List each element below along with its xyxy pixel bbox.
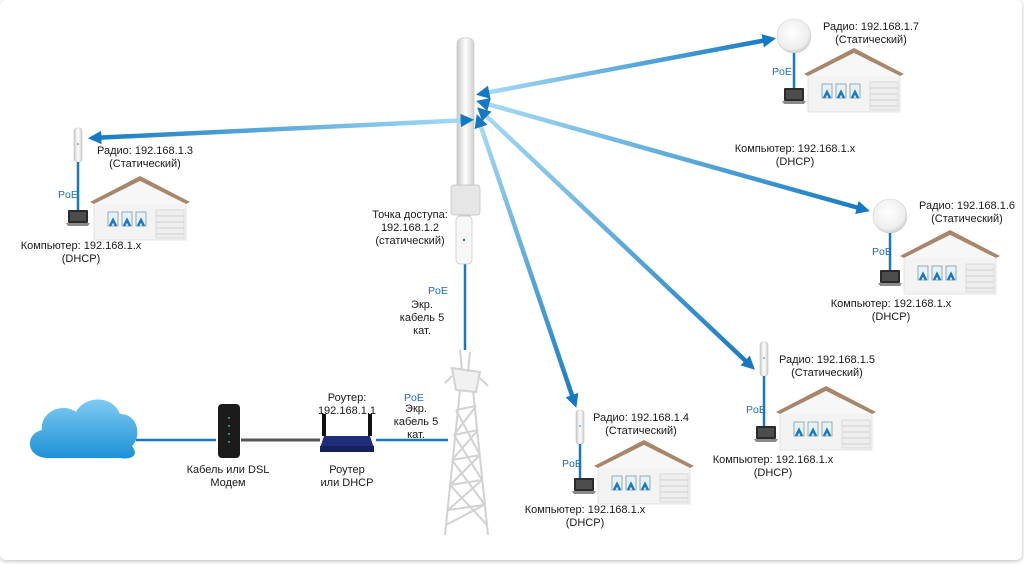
modem-icon <box>218 404 240 458</box>
site-radio-4 <box>572 409 696 506</box>
link-radio-4 <box>474 114 579 408</box>
cloud-icon <box>29 399 138 459</box>
site-radio-3 <box>66 127 192 242</box>
pc-5-label: Компьютер: 192.168.1.x (DHCP) <box>712 454 834 479</box>
link-radio-6 <box>476 98 870 214</box>
poe-label-ap: PoE <box>428 285 448 297</box>
radio-6-label: Радио: 192.168.1.6 (Статический) <box>919 200 1015 225</box>
tower-icon <box>444 349 489 536</box>
poe-label-5: PoE <box>746 404 766 416</box>
site-radio-5 <box>754 341 878 452</box>
router-top-label: Роутер: 192.168.1.1 <box>317 392 377 417</box>
radio-3-label: Радио: 192.168.1.3 (Статический) <box>97 145 193 170</box>
modem-label: Кабель или DSL Модем <box>186 464 270 489</box>
poe-label-7: PoE <box>772 66 792 78</box>
pc-7-label: Компьютер: 192.168.1.x (DHCP) <box>734 143 856 168</box>
poe-label-router: PoE <box>404 392 424 404</box>
ap-label: Точка доступа: 192.168.1.2 (статический) <box>372 209 448 247</box>
site-radio-6 <box>872 198 1002 296</box>
poe-label-6: PoE <box>872 246 892 258</box>
site-radio-7 <box>776 18 906 114</box>
poe-label-4: PoE <box>562 458 582 470</box>
link-radio-3 <box>87 113 475 145</box>
pc-6-label: Компьютер: 192.168.1.x (DHCP) <box>830 298 952 323</box>
pc-4-label: Компьютер: 192.168.1.x (DHCP) <box>524 504 646 529</box>
radio-7-label: Радио: 192.168.1.7 (Статический) <box>823 21 919 46</box>
pc-3-label: Компьютер: 192.168.1.x (DHCP) <box>20 240 142 265</box>
ap-cable-label: Экр. кабель 5 кат. <box>399 299 445 337</box>
router-cable-label: Экр. кабель 5 кат. <box>393 403 439 441</box>
radio-5-label: Радио: 192.168.1.5 (Статический) <box>779 354 875 379</box>
router-bottom-label: Роутер или DHCP <box>320 464 374 489</box>
radio-4-label: Радио: 192.168.1.4 (Статический) <box>593 412 689 437</box>
poe-label-3: PoE <box>58 189 78 201</box>
link-radio-7 <box>476 34 776 99</box>
router-icon <box>320 414 374 452</box>
